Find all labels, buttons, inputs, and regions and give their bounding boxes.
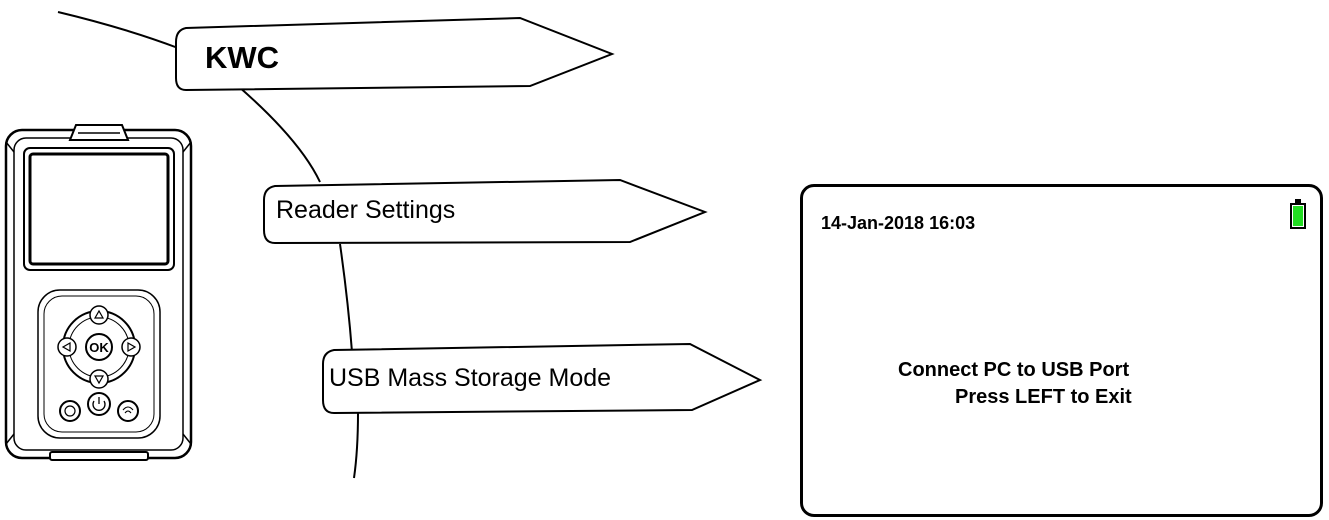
handheld-reader-device: OK bbox=[4, 124, 193, 461]
connector-curve bbox=[237, 85, 321, 183]
ok-button bbox=[85, 333, 113, 361]
device-bottom-connector bbox=[49, 451, 149, 461]
datetime-label: 14-Jan-2018 16:03 bbox=[821, 213, 976, 233]
screen-message-line2: Press LEFT to Exit bbox=[955, 386, 1132, 408]
callout-usb-mode-label: USB Mass Storage Mode bbox=[329, 364, 612, 392]
callout-reader-settings-shape bbox=[263, 178, 708, 245]
callout-kwc-shape bbox=[175, 16, 615, 92]
left-arrow-icon bbox=[57, 337, 77, 357]
ok-button-label: OK bbox=[89, 340, 109, 355]
left-function-key-icon bbox=[59, 400, 81, 422]
battery-icon bbox=[1290, 199, 1306, 229]
right-arrow-icon bbox=[121, 337, 141, 357]
down-arrow-icon bbox=[89, 369, 109, 389]
connector-curve bbox=[57, 11, 179, 49]
connector-curve bbox=[353, 412, 359, 479]
battery-level-fill bbox=[1293, 206, 1303, 226]
connector-curve bbox=[339, 243, 353, 353]
device-screen-panel: 14-Jan-2018 16:03 Connect PC to USB Port… bbox=[800, 184, 1323, 517]
callout-reader-settings-label: Reader Settings bbox=[276, 196, 456, 224]
up-arrow-icon bbox=[89, 305, 109, 325]
screen-message-line1: Connect PC to USB Port bbox=[898, 359, 1130, 381]
callout-kwc-label: KWC bbox=[205, 40, 280, 75]
callout-usb-mode-shape bbox=[322, 342, 763, 415]
